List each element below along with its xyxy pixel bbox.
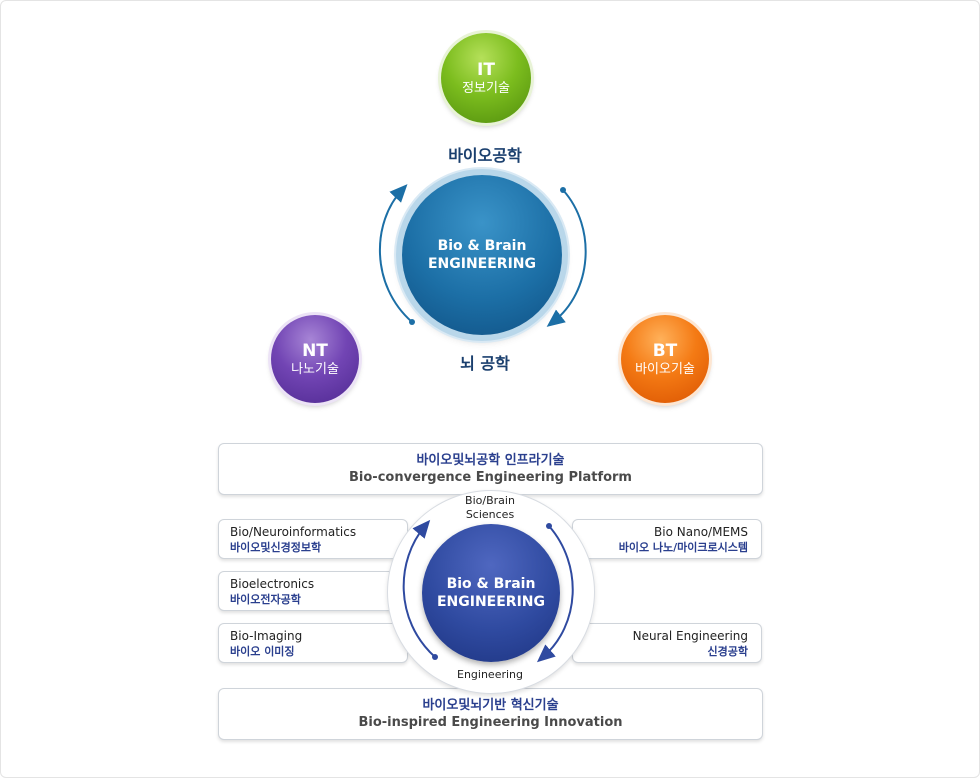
bottom-right-arrow	[536, 525, 574, 663]
field-english: Bio Nano/MEMS	[654, 524, 748, 539]
field-korean: 신경공학	[707, 644, 748, 658]
field-english: Bioelectronics	[230, 576, 315, 591]
top-left-arrow	[378, 184, 413, 323]
field-bioelectronics: Bioelectronics 바이오전자공학	[218, 571, 408, 611]
nt-circle: NT 나노기술	[271, 315, 359, 403]
bioengineering-label: 바이오공학	[448, 146, 522, 165]
top-left-arrow-dot	[409, 319, 415, 325]
platform-bar: 바이오및뇌공학 인프라기술 Bio-convergence Engineerin…	[218, 443, 763, 495]
field-bio-imaging: Bio-Imaging 바이오 이미징	[218, 623, 408, 663]
platform-korean: 바이오및뇌공학 인프라기술	[416, 453, 565, 468]
bottom-core-line2: ENGINEERING	[436, 594, 546, 610]
field-korean: 바이오 나노/마이크로시스템	[618, 540, 748, 554]
platform-english: Bio-convergence Engineering Platform	[349, 470, 632, 485]
field-english: Bio-Imaging	[230, 628, 303, 643]
bottom-core-circle: Bio & Brain ENGINEERING	[422, 524, 560, 662]
ring-top-line1: Bio/Brain	[465, 494, 515, 507]
bt-circle: BT 바이오기술	[621, 315, 709, 403]
top-right-arrow-dot	[560, 187, 566, 193]
ring-top-label: Bio/Brain Sciences	[440, 494, 540, 522]
field-bio-nano-mems: Bio Nano/MEMS 바이오 나노/마이크로시스템	[572, 519, 762, 559]
ring-bottom-label: Engineering	[457, 668, 523, 681]
top-right-arrow	[546, 189, 587, 327]
field-korean: 바이오전자공학	[230, 592, 301, 606]
bt-name: 바이오기술	[635, 361, 695, 377]
field-korean: 바이오 이미징	[230, 644, 295, 658]
it-abbr: IT	[477, 59, 495, 80]
bottom-left-arrow-dot	[432, 654, 438, 660]
bottom-core-line1: Bio & Brain	[446, 576, 536, 592]
it-name: 정보기술	[462, 80, 510, 96]
it-circle: IT 정보기술	[441, 33, 531, 123]
field-english: Bio/Neuroinformatics	[230, 524, 357, 539]
field-korean: 바이오및신경정보학	[230, 540, 322, 554]
top-core-line1: Bio & Brain	[437, 238, 527, 254]
nt-abbr: NT	[302, 340, 328, 361]
ring-top-line2: Sciences	[465, 508, 515, 521]
field-english: Neural Engineering	[632, 628, 748, 643]
top-core-line2: ENGINEERING	[427, 256, 537, 272]
brain-engineering-label: 뇌 공학	[460, 354, 510, 373]
bt-abbr: BT	[652, 340, 678, 361]
innovation-bar: 바이오및뇌기반 혁신기술 Bio-inspired Engineering In…	[218, 688, 763, 740]
innovation-english: Bio-inspired Engineering Innovation	[358, 715, 623, 730]
bottom-right-arrow-dot	[546, 523, 552, 529]
top-core-circle: Bio & Brain ENGINEERING	[402, 175, 562, 335]
bottom-left-arrow	[402, 519, 436, 658]
innovation-korean: 바이오및뇌기반 혁신기술	[422, 698, 559, 713]
nt-name: 나노기술	[291, 361, 339, 377]
